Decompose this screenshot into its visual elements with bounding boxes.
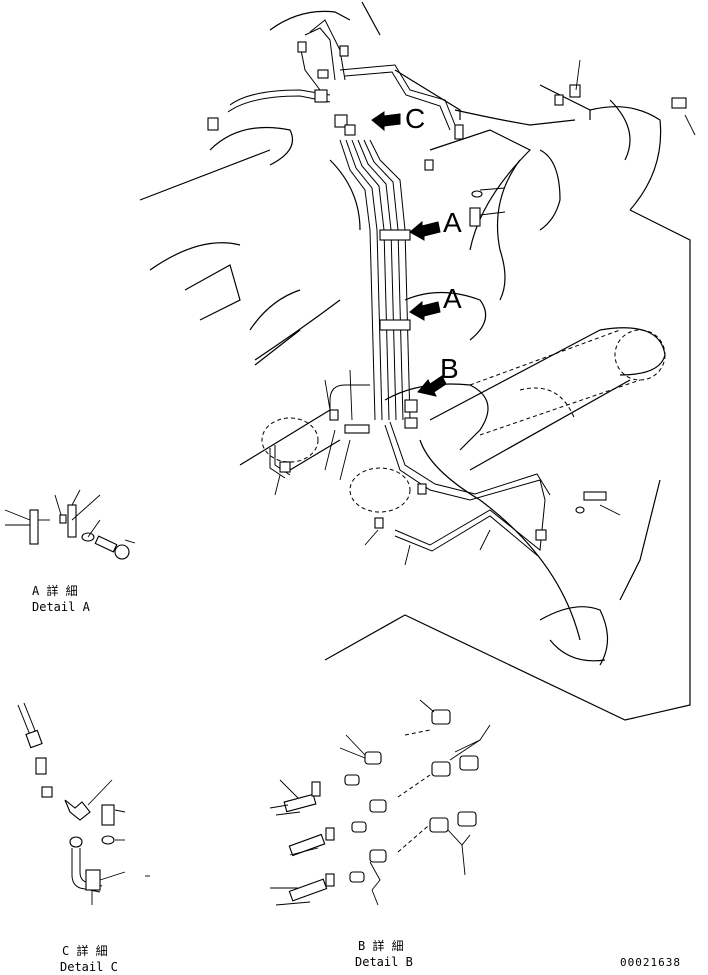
pipe-clamps (207, 41, 687, 541)
detail-c-title-jp: C 詳 細 (62, 943, 108, 958)
machine-frame-outline (139, 1, 691, 721)
callout-a-upper: A (443, 207, 462, 238)
arrow-a-upper (409, 220, 441, 241)
detail-c-drawing (17, 702, 150, 905)
hydraulic-cylinder-dashed (261, 329, 666, 513)
callout-a-lower: A (443, 283, 462, 314)
detail-a-title-en: Detail A (32, 600, 91, 614)
detail-b-drawing (269, 699, 491, 906)
fitting-b2 (397, 699, 491, 876)
fitting-b1 (339, 734, 387, 906)
callout-c: C (405, 103, 425, 134)
drawing-number: 00021638 (620, 956, 681, 969)
detail-b-title-jp: B 詳 細 (358, 938, 404, 953)
detail-a-title-jp: A 詳 細 (32, 583, 78, 598)
arrow-a-lower (409, 300, 441, 321)
arrow-c (371, 111, 401, 132)
callout-b: B (440, 353, 459, 384)
detail-c-title-en: Detail C (60, 960, 118, 974)
detail-a-drawing (4, 489, 136, 560)
view-arrows (371, 111, 447, 397)
hydraulic-pipe-bundle (227, 19, 551, 557)
detail-b-title-en: Detail B (355, 955, 413, 969)
arrow-b (417, 375, 447, 397)
leader-lines (274, 59, 696, 566)
